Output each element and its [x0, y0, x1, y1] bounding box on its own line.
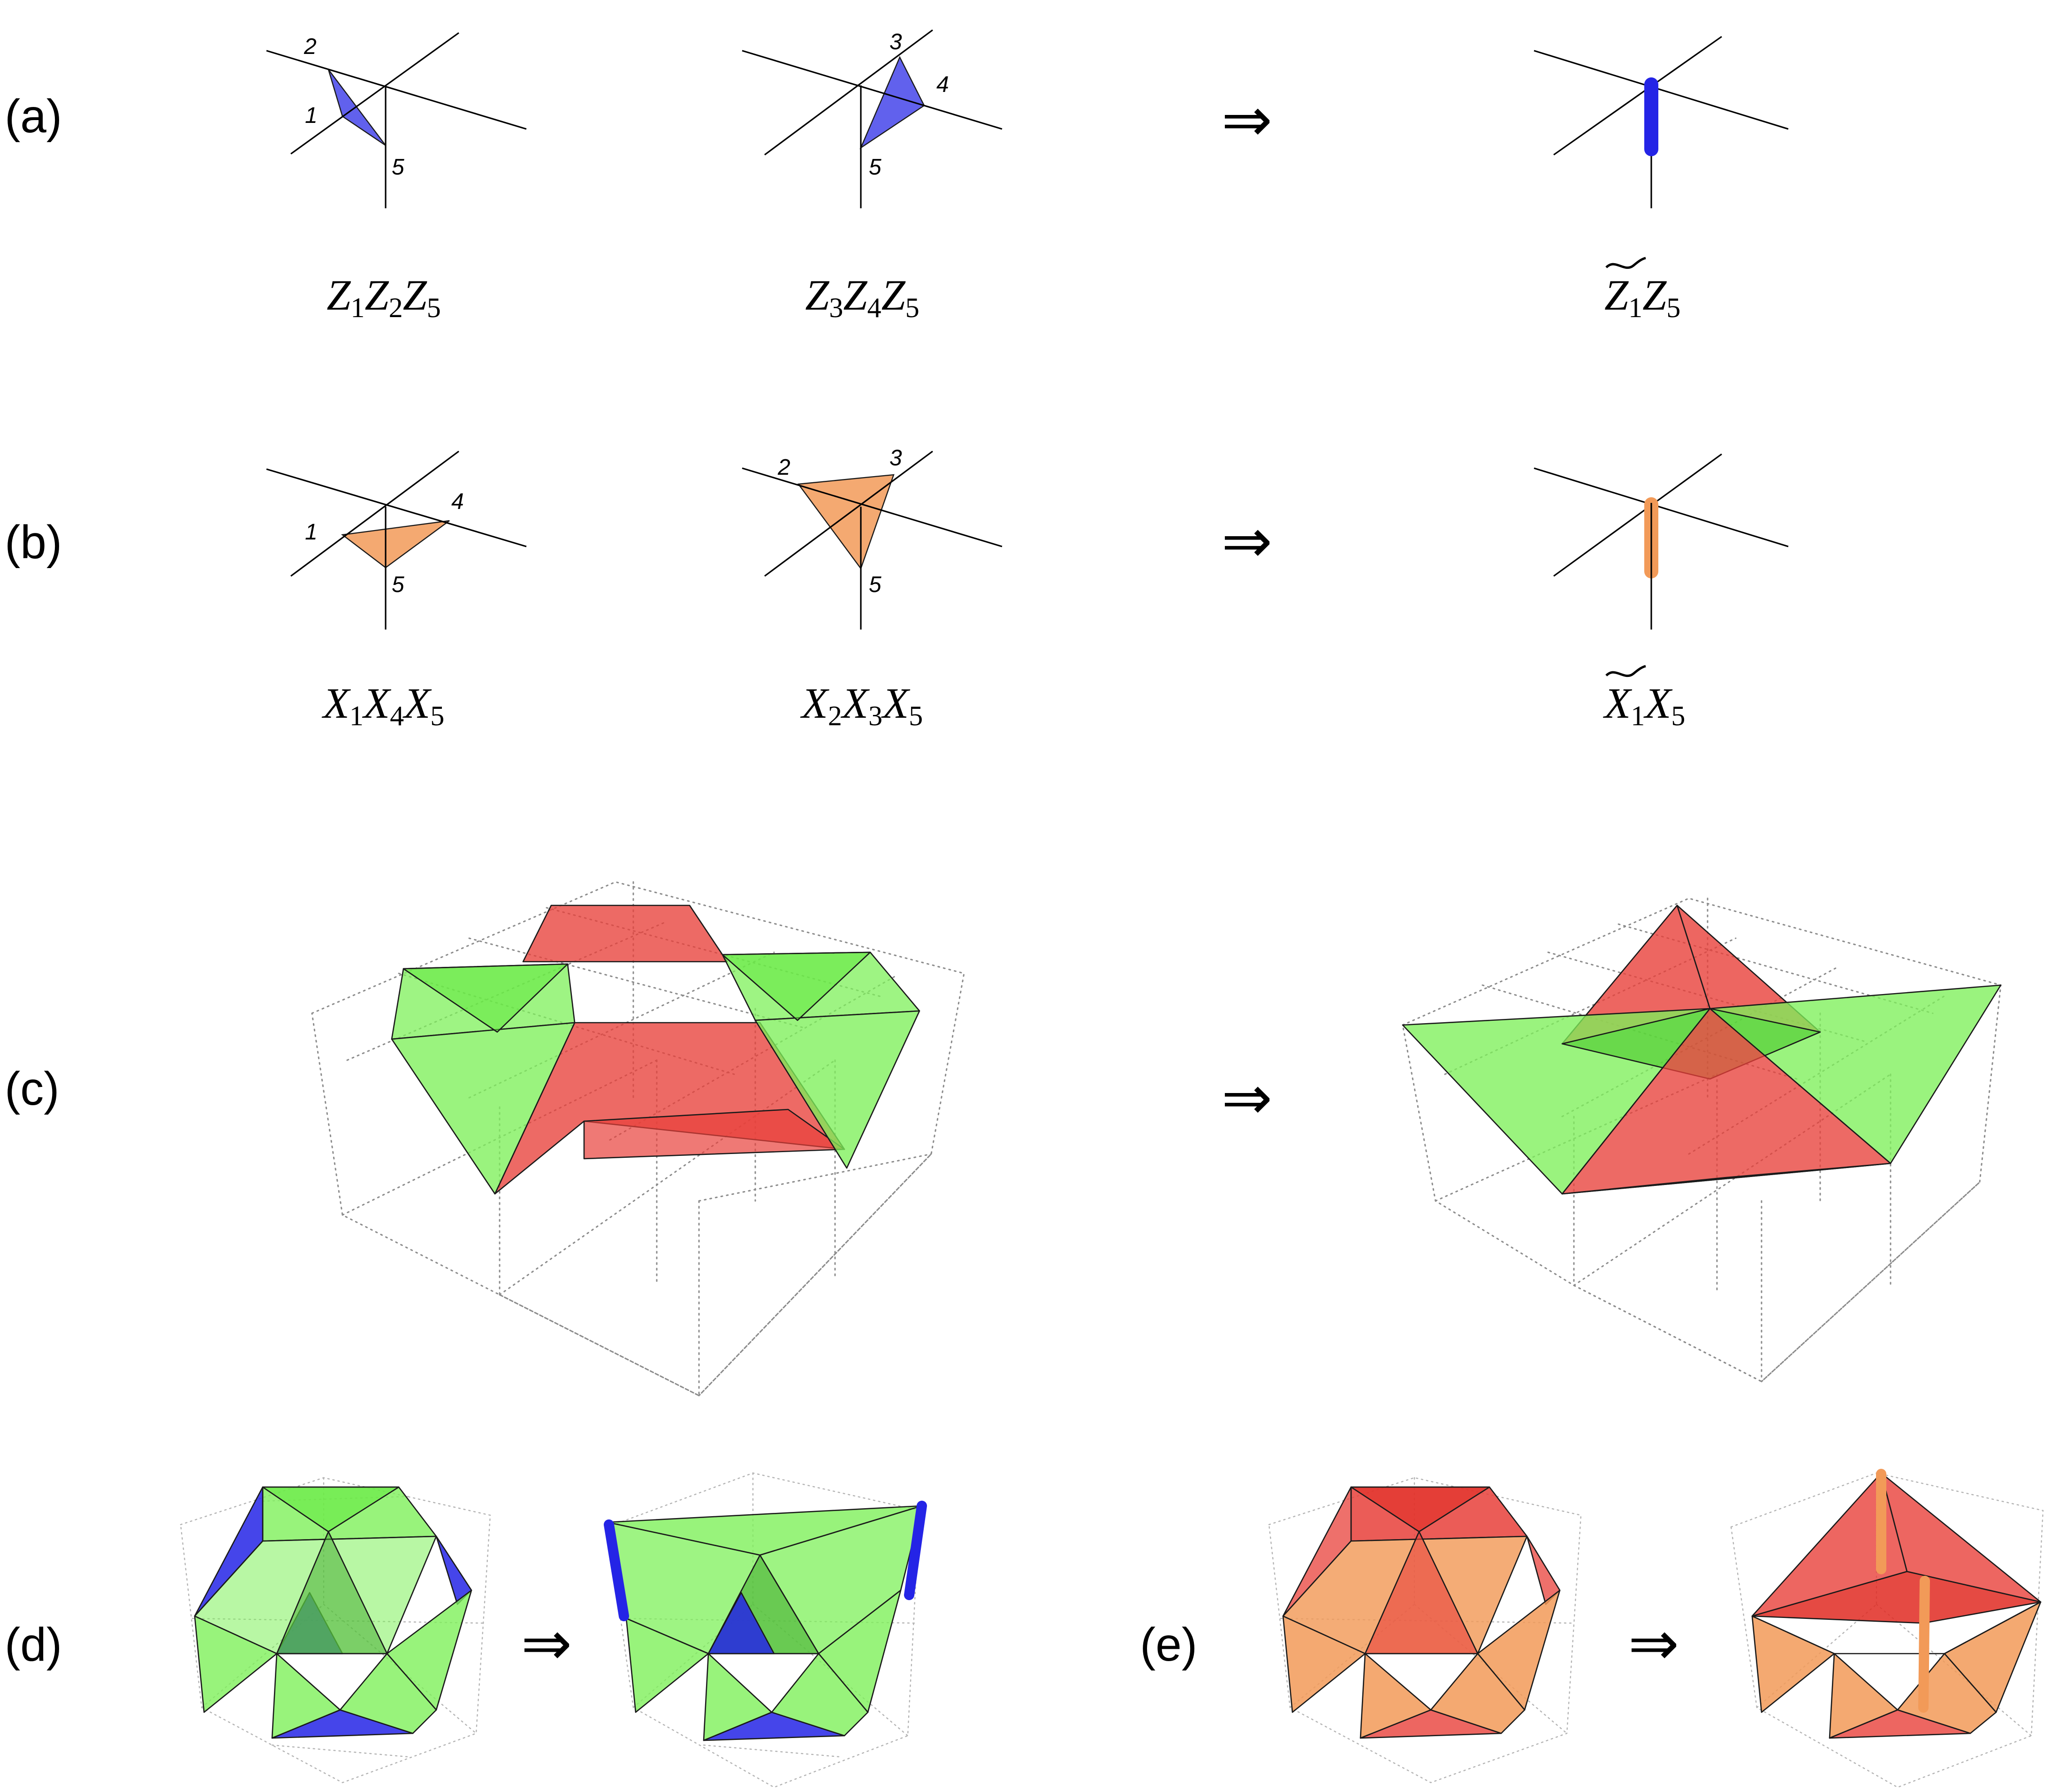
orange-plaquette	[1430, 1653, 1526, 1734]
vertex-number: 5	[869, 155, 881, 180]
green-plaquette	[271, 1653, 341, 1739]
blue-plaquette	[707, 1592, 775, 1655]
tilde-mark	[1605, 665, 1646, 677]
cube-e-right	[1730, 1469, 2044, 1788]
green-plaquette	[339, 1653, 437, 1734]
result-term-x1tilde-x5: X1X5	[1603, 679, 1685, 731]
panel-e: (e) ⇒	[1140, 1469, 2044, 1788]
green-plaquette	[754, 1010, 920, 1169]
blue-plaquette-triangle	[327, 69, 386, 146]
vertex-number: 3	[889, 446, 902, 471]
orange-plaquette	[1360, 1653, 1432, 1739]
implies-arrow: ⇒	[1222, 1062, 1273, 1133]
red-plaquette	[1829, 1709, 1971, 1739]
blue-string-segment	[604, 1519, 629, 1621]
panel-label-d: (d)	[5, 1618, 62, 1671]
orange-string-segment	[1918, 1576, 1930, 1713]
result-diagram-x1tilde-x5	[1534, 453, 1789, 630]
vertex-number: 2	[777, 455, 790, 480]
vertex-number: 4	[936, 72, 949, 97]
implies-arrow: ⇒	[521, 1608, 572, 1679]
stabilizer-term-x1x4x5: X1X4X5	[321, 679, 445, 731]
panel-label-c: (c)	[5, 1063, 60, 1115]
cube-d-left	[180, 1477, 491, 1784]
green-plaquette	[703, 1653, 773, 1741]
panel-label-e: (e)	[1140, 1618, 1197, 1671]
orange-plaquette	[1282, 1615, 1366, 1713]
green-plaquette	[262, 1486, 400, 1533]
panel-b: (b) 1 4 5 2 3 5 X1X4X5 X2X3X5 ⇒	[5, 446, 1789, 731]
vertex-number: 5	[392, 155, 404, 180]
vertex-number: 1	[305, 520, 318, 545]
vertex-diagram-x2x3x5: 2 3 5	[742, 446, 1003, 630]
result-term-z1tilde-z5: Z1Z5	[1604, 271, 1680, 323]
panel-c: (c)	[5, 881, 2002, 1397]
cube-e-left	[1268, 1477, 1582, 1784]
cube-lattice-right	[1402, 897, 2002, 1382]
stabilizer-term-z1z2z5: Z1Z2Z5	[327, 271, 441, 323]
green-plaquette	[722, 951, 871, 1021]
stabilizer-term-z3z4z5: Z3Z4Z5	[805, 271, 919, 323]
vertex-number: 5	[392, 572, 404, 597]
green-plaquette	[771, 1653, 869, 1737]
tilde-mark	[1605, 257, 1646, 269]
stabilizer-term-x2x3x5: X2X3X5	[800, 679, 923, 731]
vertex-number: 1	[305, 103, 318, 128]
vertex-number: 5	[869, 572, 881, 597]
orange-plaquette	[1751, 1615, 1835, 1713]
panel-d: (d)	[5, 1472, 927, 1788]
cube-lattice-left	[311, 881, 965, 1397]
vertex-diagram-x1x4x5: 1 4 5	[266, 450, 527, 630]
red-plaquette	[522, 904, 728, 963]
orange-plaquette-triangle	[341, 520, 450, 569]
implies-arrow: ⇒	[1628, 1608, 1679, 1679]
vertex-number: 2	[304, 34, 317, 59]
implies-arrow: ⇒	[1222, 505, 1273, 577]
implies-arrow: ⇒	[1222, 84, 1273, 155]
panel-label-b: (b)	[5, 516, 62, 569]
green-plaquette	[625, 1617, 709, 1713]
blue-plaquette-triangle	[859, 56, 925, 150]
vertex-diagram-z1z2z5: 2 1 5	[266, 32, 527, 208]
green-plaquette	[403, 963, 569, 1033]
red-plaquette	[1561, 1162, 1891, 1195]
green-plaquette	[391, 1022, 576, 1195]
vertex-number: 3	[889, 30, 902, 54]
blue-string-segment	[904, 1501, 927, 1600]
red-plaquette	[1350, 1486, 1490, 1533]
green-plaquette	[194, 1615, 278, 1713]
green-plaquette	[276, 1531, 388, 1655]
vertex-diagram-z3z4z5: 3 4 5	[742, 29, 1003, 208]
red-plaquette	[1364, 1531, 1479, 1655]
panel-a: (a) 2 1 5 3 4 5 Z1Z2Z5 Z3Z4Z5 ⇒	[5, 29, 1789, 323]
cube-d-right	[604, 1472, 927, 1788]
panel-label-a: (a)	[5, 90, 62, 143]
result-diagram-z1tilde-z5	[1534, 36, 1789, 208]
vertex-number: 4	[451, 489, 464, 514]
